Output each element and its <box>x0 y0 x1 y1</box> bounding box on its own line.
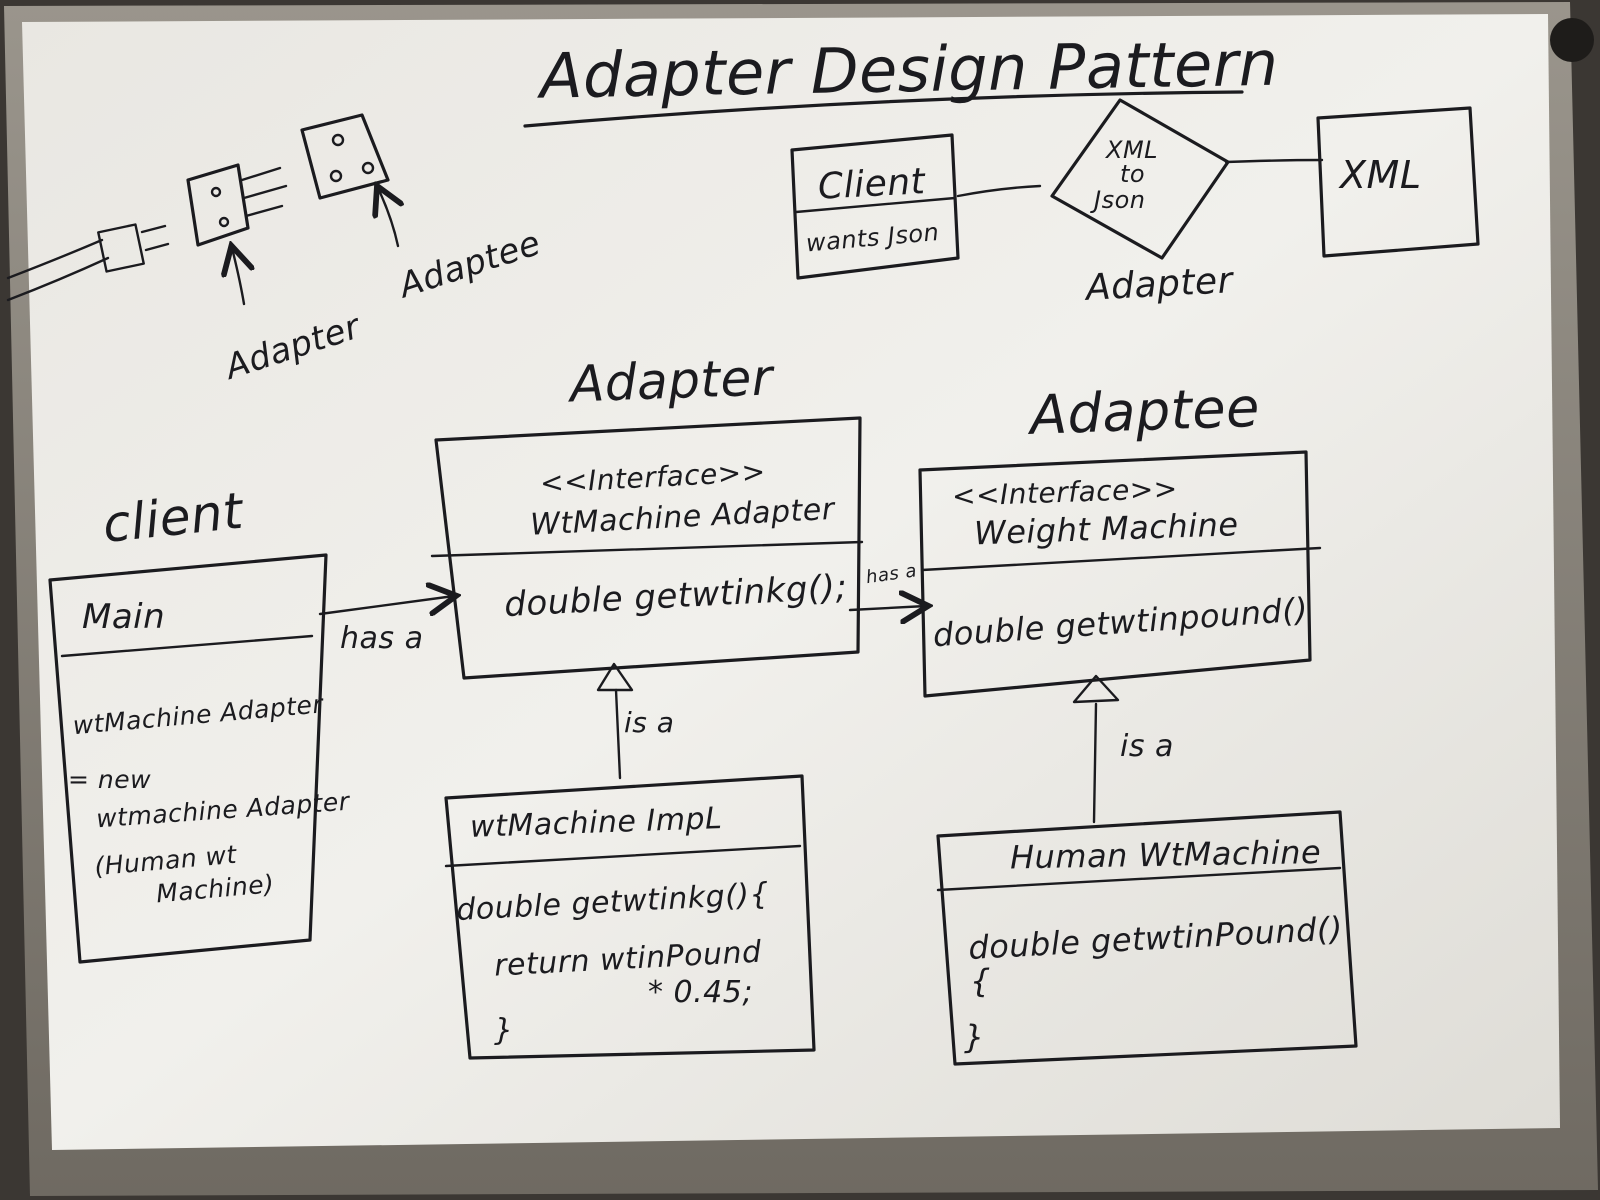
title-underline <box>523 90 1244 128</box>
adapter-impl-inheritance-head <box>596 662 634 692</box>
main-class-name: Main <box>82 597 165 637</box>
adapter-pointer-arrow <box>232 248 244 306</box>
adapter-block <box>186 163 250 247</box>
page-title: Adapter Design Pattern <box>535 27 1279 113</box>
relationships: has a has a is a is a <box>318 560 1174 824</box>
adapter-to-xml-line <box>1224 158 1324 164</box>
socket-hole-3 <box>361 161 375 175</box>
adapter-hole-top <box>210 186 222 198</box>
has-a-main-label: has a <box>340 621 423 656</box>
diamond-line-1: XML <box>1104 136 1158 164</box>
is-a-adapter-label: is a <box>624 706 674 739</box>
adapter-impl-line4: } <box>494 1013 514 1048</box>
uml-headings: client Adapter Adaptee <box>100 348 1261 554</box>
client-box-divider <box>794 196 957 214</box>
main-class-line2: = new <box>68 765 151 794</box>
adaptee-impl-outline <box>936 810 1358 1066</box>
top-adapter-label: Adapter <box>1083 260 1236 309</box>
adapter-hole-bottom <box>218 216 230 228</box>
plug-cable <box>6 238 110 302</box>
adaptee-impl-divider <box>936 866 1342 892</box>
adapter-prongs <box>240 166 288 218</box>
xml-box-label: XML <box>1338 153 1422 197</box>
uml-adapter-heading: Adapter <box>566 348 777 413</box>
title-group: Adapter Design Pattern <box>523 27 1279 128</box>
adapter-interface-divider <box>430 540 864 558</box>
adapter-impl-divider <box>444 844 802 868</box>
diamond-line-2: to <box>1120 160 1145 188</box>
adaptee-pointer-arrow <box>378 188 398 248</box>
main-to-adapter-arrow <box>318 596 454 614</box>
adaptee-impl-line3: } <box>964 1018 985 1056</box>
uml-adaptee-heading: Adaptee <box>1026 376 1261 447</box>
adaptee-impl-inheritance-line <box>1092 702 1098 824</box>
adaptee-interface-stereotype: <<Interface>> <box>952 472 1179 513</box>
adaptee-interface-divider <box>920 546 1322 572</box>
main-class-outline <box>48 553 328 964</box>
diamond-line-3: Json <box>1090 186 1145 214</box>
adapter-impl-inheritance-line <box>614 688 622 780</box>
client-box-label: Client <box>817 161 928 208</box>
plug-body <box>97 223 145 273</box>
adaptee-impl-name: Human WtMachine <box>1010 833 1322 876</box>
socket-hole-1 <box>331 133 345 147</box>
adapter-to-adaptee-arrow <box>848 606 926 610</box>
adaptee-impl-inheritance-head <box>1072 674 1120 704</box>
adapter-impl-line3: * 0.45; <box>648 975 753 1010</box>
client-to-adapter-line <box>956 184 1042 198</box>
socket-hole-2 <box>329 169 343 183</box>
client-box <box>790 133 960 280</box>
is-a-adaptee-label: is a <box>1120 729 1174 764</box>
plug-prongs <box>140 224 170 252</box>
adapter-impl-outline <box>444 774 816 1060</box>
xml-json-diamond <box>1050 98 1230 260</box>
adaptee-impl-line2: { <box>970 962 991 1000</box>
main-class-divider <box>60 634 314 658</box>
adaptee-interface-name: Weight Machine <box>973 505 1239 552</box>
socket-block <box>300 113 390 200</box>
xml-box <box>1316 106 1480 258</box>
